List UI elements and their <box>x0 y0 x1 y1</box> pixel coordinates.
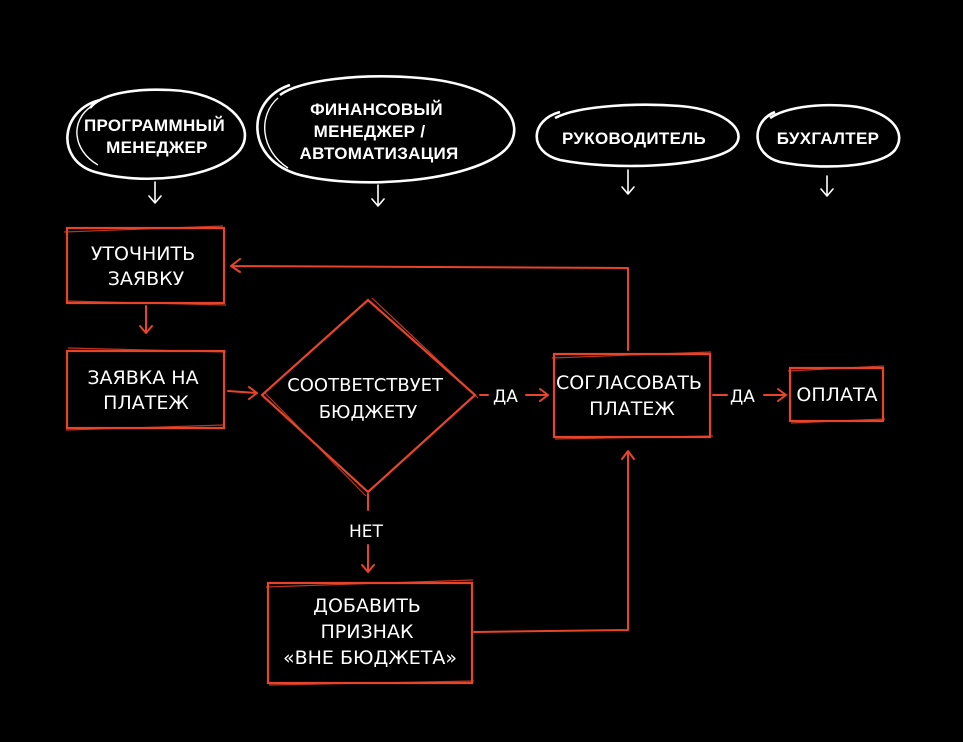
node-payment-request-line1: ЗАЯВКА НА <box>87 367 198 389</box>
role-program-manager-line2: МЕНЕДЖЕР <box>106 138 208 157</box>
role-finance-manager: ФИНАНСОВЫЙ МЕНЕДЖЕР / АВТОМАТИЗАЦИЯ <box>256 75 516 184</box>
edge-clarify-to-request <box>139 305 153 334</box>
role-finance-manager-line3: АВТОМАТИЗАЦИЯ <box>300 144 459 163</box>
node-approve-payment-line2: ПЛАТЕЖ <box>589 398 675 420</box>
node-budget-check-line1: СООТВЕТСТВУЕТ <box>287 375 444 396</box>
role-head-line1: РУКОВОДИТЕЛЬ <box>562 129 706 148</box>
node-mark-off-budget-line3: «ВНЕ БЮДЖЕТА» <box>283 647 457 669</box>
edge-approve-to-payment <box>712 388 787 402</box>
svg-text:УТОЧНИТЬ ЗАЯВКУ: УТОЧНИТЬ ЗАЯВКУ <box>91 243 201 290</box>
node-approve-payment-line1: СОГЛАСОВАТЬ <box>556 372 702 394</box>
svg-text:ФИНАНСОВЫЙ МЕНЕДЖЕР /: ФИНАНСОВЫЙ МЕНЕДЖЕР / АВТОМАТИЗАЦИЯ <box>300 100 459 163</box>
svg-text:ПРОГРАММНЫЙ МЕНЕДЖЕР: ПРОГРАММНЫЙ МЕНЕДЖЕР <box>84 116 230 157</box>
svg-text:РУКОВОДИТЕЛЬ: РУКОВОДИТЕЛЬ <box>562 129 706 148</box>
node-clarify-request-line2: ЗАЯВКУ <box>108 268 185 290</box>
svg-text:БУХГАЛТЕР: БУХГАЛТЕР <box>777 129 879 148</box>
svg-text:СОГЛАСОВАТЬ ПЛАТЕЖ: СОГЛАСОВАТЬ ПЛАТЕЖ <box>556 372 708 420</box>
lane-arrow-3 <box>621 169 635 195</box>
lane-arrow-2 <box>371 184 385 207</box>
edge-check-to-mark <box>361 493 375 573</box>
edge-label-no: НЕТ <box>349 522 384 542</box>
edge-mark-to-approve <box>473 450 635 633</box>
edge-label-yes-2: ДА <box>730 387 755 407</box>
svg-text:ДОБАВИТЬ ПРИЗНАК «: ДОБАВИТЬ ПРИЗНАК «ВНЕ БЮДЖЕТА» <box>283 595 457 669</box>
edge-label-yes-1: ДА <box>493 387 518 407</box>
role-head: РУКОВОДИТЕЛЬ <box>535 103 740 168</box>
svg-text:ОПЛАТА: ОПЛАТА <box>796 384 877 406</box>
role-program-manager-line1: ПРОГРАММНЫЙ <box>84 116 225 135</box>
role-finance-manager-line1: ФИНАНСОВЫЙ <box>310 100 443 119</box>
lane-arrow-1 <box>148 181 162 204</box>
lane-arrow-4 <box>820 175 834 197</box>
node-approve-payment: СОГЛАСОВАТЬ ПЛАТЕЖ <box>551 351 714 440</box>
node-payment-request-line2: ПЛАТЕЖ <box>103 392 189 414</box>
node-mark-off-budget: ДОБАВИТЬ ПРИЗНАК «ВНЕ БЮДЖЕТА» <box>265 579 475 686</box>
node-mark-off-budget-line1: ДОБАВИТЬ <box>313 595 421 617</box>
node-clarify-request: УТОЧНИТЬ ЗАЯВКУ <box>63 225 227 306</box>
edge-approve-back-to-clarify <box>230 258 629 351</box>
svg-text:СООТВЕТСТВУЕТ БЮДЖЕТУ: СООТВЕТСТВУЕТ БЮДЖЕТУ <box>287 375 449 423</box>
node-budget-check-line2: БЮДЖЕТУ <box>319 402 418 423</box>
role-finance-manager-line2: МЕНЕДЖЕР / <box>314 122 426 141</box>
node-clarify-request-line1: УТОЧНИТЬ <box>91 243 195 265</box>
role-accountant-line1: БУХГАЛТЕР <box>777 129 879 148</box>
node-mark-off-budget-line2: ПРИЗНАК <box>321 621 414 643</box>
node-payment-request: ЗАЯВКА НА ПЛАТЕЖ <box>65 347 227 431</box>
node-payment: ОПЛАТА <box>787 365 886 424</box>
node-budget-check: СООТВЕТСТВУЕТ БЮДЖЕТУ <box>260 297 479 497</box>
edge-check-to-approve <box>479 388 549 402</box>
edge-request-to-check <box>227 386 258 400</box>
role-accountant: БУХГАЛТЕР <box>756 103 901 168</box>
node-payment-line1: ОПЛАТА <box>796 384 877 406</box>
svg-text:ЗАЯВКА НА ПЛАТЕЖ: ЗАЯВКА НА ПЛАТЕЖ <box>87 367 204 414</box>
role-program-manager: ПРОГРАММНЫЙ МЕНЕДЖЕР <box>66 88 247 180</box>
